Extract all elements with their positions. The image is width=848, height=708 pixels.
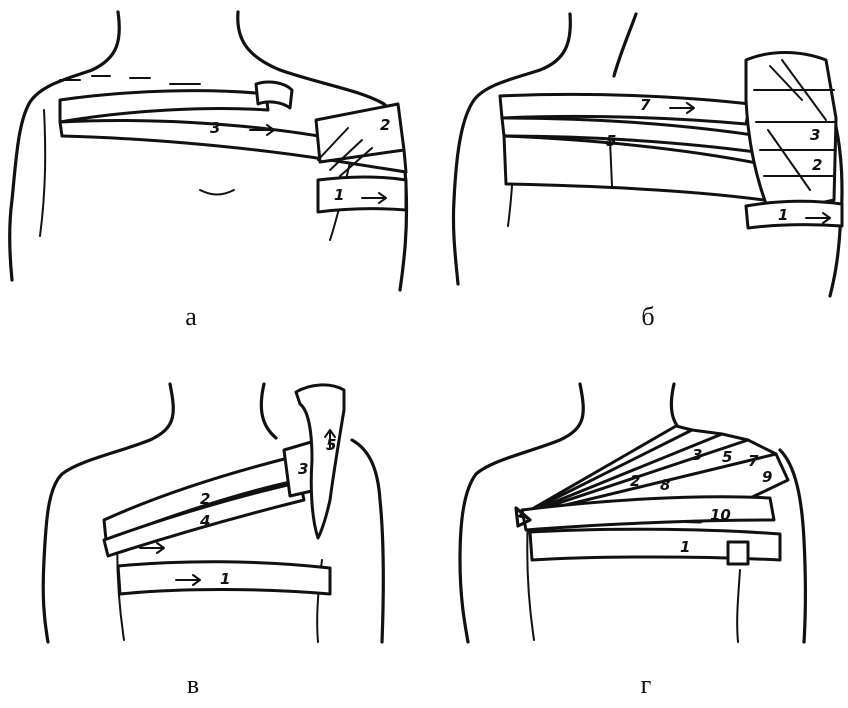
bandage-turn-number: 3 — [298, 460, 308, 478]
panel-b-illustration: 1 2 3 5 7 — [430, 0, 848, 300]
panel-v-illustration: 1 2 3 4 5 — [0, 370, 420, 650]
bandage-turn-number: 3 — [810, 126, 820, 144]
panel-b-caption: б — [628, 302, 668, 332]
bandage-turn-number: 2 — [630, 472, 640, 490]
bandage-turn-number: 8 — [660, 476, 670, 494]
bandage-turn-number: 9 — [762, 468, 772, 486]
bandage-turn-number: 1 — [220, 570, 230, 588]
panel-g-caption: г — [626, 670, 666, 700]
bandage-turn-number: 5 — [606, 132, 616, 150]
bandage-turn-number: 1 — [334, 186, 344, 204]
bandage-turn-number: 5 — [326, 436, 336, 454]
bandage-turns — [500, 53, 842, 229]
bandage-turn-number: 5 — [722, 448, 732, 466]
bandage-turns — [104, 385, 344, 594]
bandage-turns — [516, 426, 788, 564]
bandage-turn-number: 2 — [200, 490, 210, 508]
bandage-turn-number: 1 — [778, 206, 788, 224]
bandage-turn-number: 2 — [380, 116, 390, 134]
bandage-turn-number: 1 — [680, 538, 690, 556]
panel-a-caption: а — [171, 302, 211, 332]
bandage-turn-number: 7 — [640, 96, 651, 114]
panel-a-illustration: 1 2 3 — [0, 0, 420, 300]
bandage-turns — [60, 82, 406, 212]
bandage-turn-number: 7 — [748, 452, 759, 470]
bandage-turn-number: 3 — [210, 119, 220, 137]
panel-v-caption: в — [173, 670, 213, 700]
bandage-turn-number: 10 — [710, 506, 731, 524]
bandage-turn-number: 2 — [812, 156, 822, 174]
bandage-turn-number: 3 — [692, 446, 702, 464]
bandage-turn-number: 4 — [199, 512, 210, 530]
